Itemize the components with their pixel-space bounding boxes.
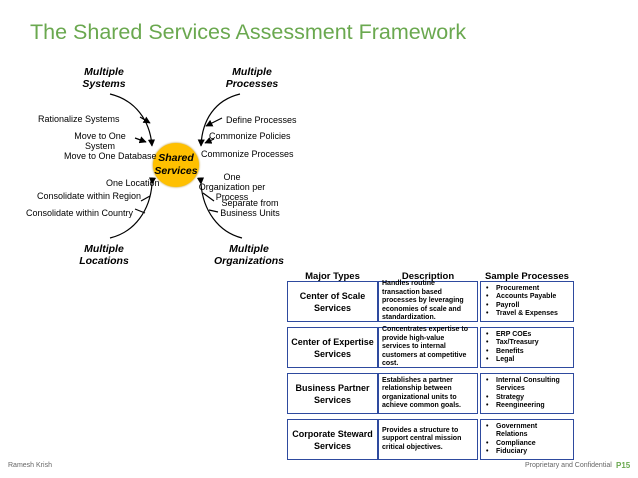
label-commonize-policies: Commonize Policies: [209, 131, 291, 141]
arc-locations-tick-1: [140, 195, 151, 202]
samples-cell: Internal Consulting Services Strategy Re…: [480, 373, 574, 414]
caption-multiple-organizations: Multiple Organizations: [213, 243, 284, 267]
label-consolidate-country: Consolidate within Country: [26, 208, 134, 218]
arc-systems: [109, 93, 156, 147]
sample-item: Travel & Expenses: [484, 310, 558, 319]
table-row: Corporate Steward Services Provides a st…: [287, 419, 574, 462]
sample-item: Reengineering: [484, 402, 570, 411]
label-move-to-one-system: Move to One System: [74, 131, 126, 151]
type-label: Center of Expertise Services: [291, 336, 374, 359]
description-cell: Handles routine transaction based proces…: [378, 280, 478, 322]
label-one-organization: One Organization per Process: [198, 172, 266, 202]
description-text: Concentrates expertise to provide high-v…: [382, 326, 468, 368]
sample-item: Internal Consulting Services: [484, 377, 570, 394]
caption-multiple-systems: Multiple Systems: [82, 66, 126, 90]
description-text: Provides a structure to support central …: [382, 426, 462, 451]
sample-item: Payroll: [484, 302, 558, 311]
page-number: P15: [616, 461, 631, 470]
sample-item: Benefits: [484, 348, 539, 357]
arc-systems-tick-2: [134, 136, 147, 144]
arc-processes: [197, 93, 241, 147]
type-label: Business Partner Services: [295, 382, 370, 405]
sample-item: Procurement: [484, 285, 558, 294]
samples-cell: Government Relations Compliance Fiduciar…: [480, 419, 574, 460]
table-row: Business Partner Services Establishes a …: [287, 373, 574, 416]
caption-multiple-locations: Multiple Locations: [79, 243, 129, 267]
type-cell: Center of Scale Services: [287, 281, 378, 322]
arc-systems-tick-1: [139, 116, 151, 124]
footer-author: Ramesh Krish: [8, 462, 52, 469]
sample-item: Fiduciary: [484, 448, 570, 457]
sample-item: Accounts Payable: [484, 293, 558, 302]
caption-multiple-processes: Multiple Processes: [225, 66, 279, 90]
sample-item: Compliance: [484, 440, 570, 449]
label-define-processes: Define Processes: [226, 115, 297, 125]
type-cell: Corporate Steward Services: [287, 419, 378, 460]
arc-organizations: [196, 177, 243, 239]
label-rationalize-systems: Rationalize Systems: [38, 114, 120, 124]
table-row: Center of Expertise Services Concentrate…: [287, 326, 574, 370]
arc-locations-tick-2: [134, 208, 146, 214]
header-major-types: Major Types: [305, 271, 360, 282]
sample-item: Government Relations: [484, 423, 570, 440]
samples-cell: ERP COEs Tax/Treasury Benefits Legal: [480, 327, 574, 368]
description-cell: Provides a structure to support central …: [378, 419, 478, 460]
arc-locations: [109, 177, 157, 239]
label-consolidate-region: Consolidate within Region: [37, 191, 142, 201]
description-cell: Concentrates expertise to provide high-v…: [378, 326, 478, 368]
arc-organizations-tick-1: [202, 192, 215, 202]
type-label: Center of Scale Services: [299, 290, 366, 313]
label-commonize-processes: Commonize Processes: [201, 149, 294, 159]
label-one-location: One Location: [106, 178, 160, 188]
header-description: Description: [401, 271, 455, 282]
label-move-to-one-database: Move to One Database: [64, 151, 157, 161]
description-cell: Establishes a partner relationship betwe…: [378, 373, 478, 414]
header-sample-processes: Sample Processes: [485, 271, 569, 282]
sample-item: Strategy: [484, 394, 570, 403]
type-cell: Center of Expertise Services: [287, 327, 378, 368]
hub-label: Shared Services: [154, 152, 198, 177]
arc-processes-tick-1: [205, 117, 223, 127]
description-text: Establishes a partner relationship betwe…: [382, 376, 461, 410]
sample-item: Tax/Treasury: [484, 339, 539, 348]
description-text: Handles routine transaction based proces…: [382, 280, 464, 322]
samples-cell: Procurement Accounts Payable Payroll Tra…: [480, 281, 574, 322]
sample-item: ERP COEs: [484, 331, 539, 340]
arc-processes-tick-2: [204, 137, 215, 144]
arc-organizations-tick-2: [208, 209, 219, 213]
type-label: Corporate Steward Services: [292, 428, 373, 451]
shared-services-hub: [153, 143, 199, 187]
label-separate-business-units: Separate from Business Units: [220, 198, 280, 218]
page-title: The Shared Services Assessment Framework: [30, 20, 467, 44]
sample-item: Legal: [484, 356, 539, 365]
table-row: Center of Scale Services Handles routine…: [287, 280, 574, 324]
footer-confidential: Proprietary and Confidential: [525, 462, 612, 469]
type-cell: Business Partner Services: [287, 373, 378, 414]
